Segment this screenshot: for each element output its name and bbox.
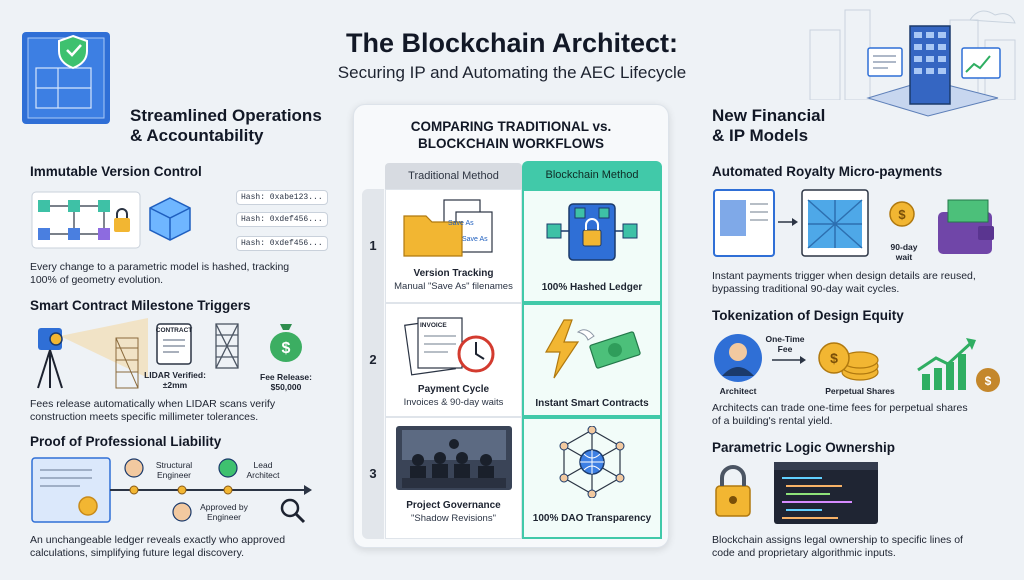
hash-chip: Hash: 0xabe123... [236, 190, 328, 205]
liability-title: Proof of Professional Liability [30, 434, 222, 449]
fee-release-label: Fee Release: $50,000 [260, 372, 312, 392]
lightning-money-icon [544, 319, 641, 379]
page-title: The Blockchain Architect: [345, 28, 679, 58]
blockchain-label: Instant Smart Contracts [535, 398, 649, 409]
row-number: 2 [369, 352, 377, 367]
steel-tower-icon [215, 323, 239, 369]
blockchain-label: 100% Hashed Ledger [541, 282, 643, 293]
row-number: 3 [369, 466, 377, 481]
blockchain-method-header: Blockchain Method [522, 161, 662, 189]
hash-chip: Hash: 0xdef456... [236, 212, 328, 227]
comparison-title: COMPARING TRADITIONAL vs. BLOCKCHAIN WOR… [410, 119, 612, 151]
tokenization-title: Tokenization of Design Equity [712, 308, 904, 323]
traditional-method-header: Traditional Method [385, 163, 522, 189]
svg-text:$: $ [282, 340, 291, 357]
dao-network-globe-icon [559, 426, 625, 498]
approved-by-engineer-label: Approved by Engineer [200, 502, 248, 522]
traditional-sublabel: Manual "Save As" filenames [394, 281, 513, 292]
version-control-description: Every change to a parametric model is ha… [30, 261, 290, 286]
royalty-title: Automated Royalty Micro-payments [712, 164, 943, 179]
contract-label: CONTRACT [155, 327, 193, 334]
wait-label: 90-day wait [890, 242, 918, 262]
blockchain-cell-smart-contracts [522, 303, 662, 417]
lidar-scanner-icon [37, 318, 148, 389]
smart-contract-title: Smart Contract Milestone Triggers [30, 298, 251, 313]
folder-files-icon [403, 199, 493, 257]
row-number-column [362, 189, 384, 539]
right-section-title: New Financial & IP Models [712, 106, 826, 145]
perpetual-shares-label: Perpetual Shares [825, 386, 895, 396]
svg-text:$: $ [985, 374, 992, 388]
row-number: 1 [369, 238, 377, 253]
tokenization-description: Architects can trade one-time fees for p… [712, 402, 968, 427]
lead-architect-label: Lead Architect [246, 460, 280, 480]
svg-text:$: $ [898, 207, 906, 222]
parametric-description: Blockchain assigns legal ownership to sp… [712, 534, 963, 559]
code-lock-icon [715, 462, 878, 524]
blockchain-label: 100% DAO Transparency [532, 513, 652, 524]
contract-document-icon [156, 323, 192, 365]
royalty-description: Instant payments trigger when design det… [712, 270, 976, 295]
lidar-verified-label: LIDAR Verified: ±2mm [144, 370, 206, 390]
liability-description: An unchangeable ledger reveals exactly w… [30, 534, 286, 559]
smart-building-icon [866, 25, 1001, 117]
invoice-label: INVOICE [420, 322, 447, 329]
smart-contract-description: Fees release automatically when LIDAR sc… [30, 398, 276, 423]
save-as-label: Save As [462, 236, 488, 243]
svg-text:$: $ [830, 350, 838, 366]
approval-timeline-icon [31, 457, 312, 524]
structural-engineer-label: Structural Engineer [155, 460, 193, 480]
invoice-clock-icon [404, 317, 495, 376]
boardroom-meeting-icon [396, 426, 512, 490]
version-control-title: Immutable Version Control [30, 164, 202, 179]
hashed-ledger-lock-icon [546, 203, 638, 261]
traditional-label: Payment Cycle [417, 384, 490, 395]
traditional-label: Version Tracking [413, 268, 494, 279]
hash-chip: Hash: 0xdef456... [236, 236, 328, 251]
one-time-fee-label: One-Time Fee [765, 334, 805, 354]
tokenization-icon: $ $ [714, 334, 1000, 392]
architect-label: Architect [719, 386, 757, 396]
traditional-sublabel: Invoices & 90-day waits [403, 397, 504, 408]
parametric-title: Parametric Logic Ownership [712, 440, 896, 455]
blueprint-shield-icon [22, 32, 110, 124]
version-network-icon [31, 191, 191, 249]
royalty-payment-icon: $ [713, 189, 994, 257]
left-section-title: Streamlined Operations & Accountability [130, 106, 322, 145]
page-subtitle: Securing IP and Automating the AEC Lifec… [337, 63, 687, 82]
money-bag-icon: $ [270, 324, 302, 362]
save-as-label: Save As [448, 220, 474, 227]
traditional-sublabel: "Shadow Revisions" [411, 513, 496, 524]
traditional-label: Project Governance [406, 500, 501, 511]
